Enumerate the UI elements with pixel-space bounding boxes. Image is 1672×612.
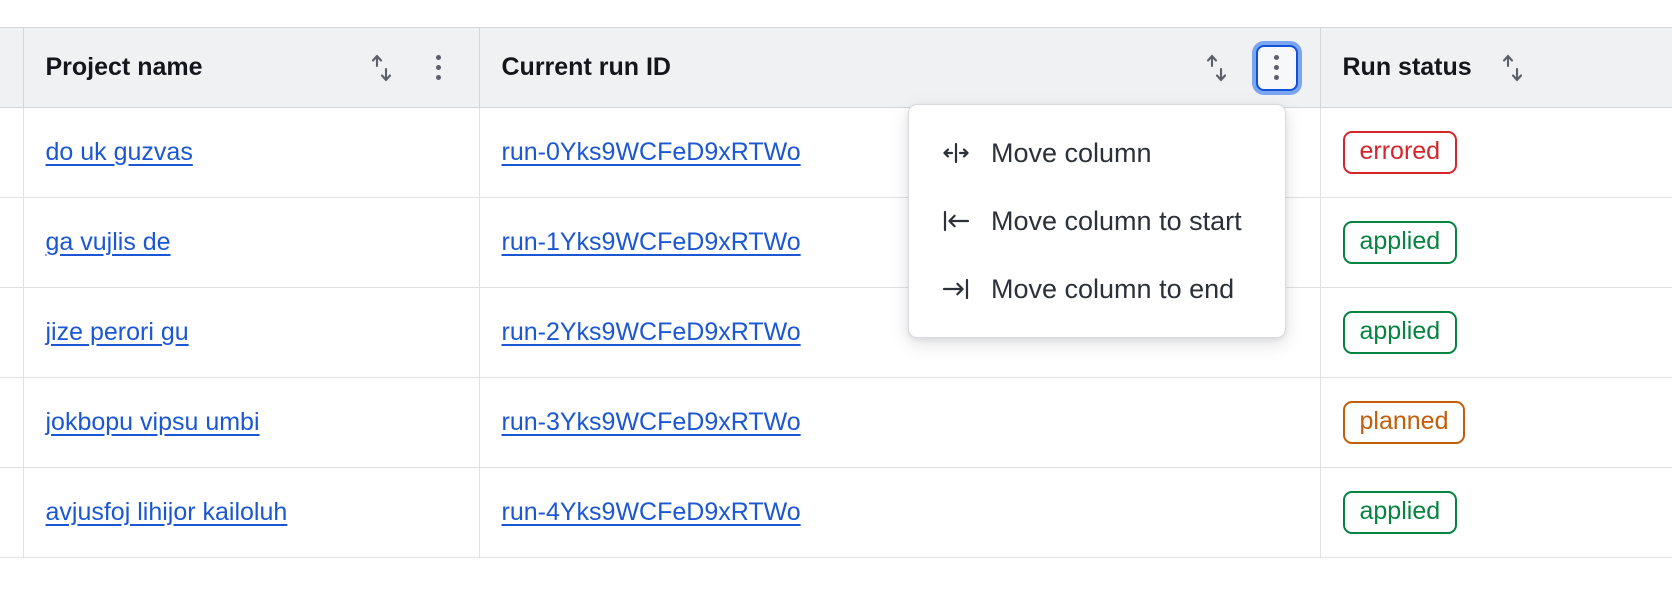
kebab-dot — [436, 75, 441, 80]
header-label-project-name: Project name — [45, 53, 203, 81]
sort-icon-current-run-id[interactable] — [1200, 50, 1234, 86]
table-row: jokbopu vipsu umbi run-3Yks9WCFeD9xRTWo … — [0, 377, 1672, 468]
table-row: avjusfoj lihijor kailoluh run-4Yks9WCFeD… — [0, 467, 1672, 558]
move-column-to-end-icon — [941, 276, 971, 302]
header-label-current-run-id: Current run ID — [501, 53, 671, 81]
kebab-dot — [1274, 65, 1279, 70]
sort-icon-project-name[interactable] — [365, 50, 399, 86]
cell-run-status: applied — [1320, 197, 1672, 288]
run-id-link[interactable]: run-1Yks9WCFeD9xRTWo — [501, 228, 801, 256]
run-id-link[interactable]: run-0Yks9WCFeD9xRTWo — [501, 138, 801, 166]
project-name-link[interactable]: avjusfoj lihijor kailoluh — [45, 498, 288, 526]
kebab-dot — [1274, 55, 1279, 60]
row-gutter-cell — [0, 197, 24, 288]
project-name-link[interactable]: do uk guzvas — [45, 138, 193, 166]
menu-item-move-column-to-end[interactable]: Move column to end — [909, 255, 1285, 323]
header-cell-project-name: Project name — [23, 27, 480, 108]
cell-run-status: applied — [1320, 467, 1672, 558]
table-header: Project name — [0, 27, 1672, 108]
run-id-link[interactable]: run-4Yks9WCFeD9xRTWo — [501, 498, 801, 526]
menu-item-move-column-to-start[interactable]: Move column to start — [909, 187, 1285, 255]
project-name-link[interactable]: ga vujlis de — [45, 228, 171, 256]
menu-item-label: Move column — [991, 137, 1152, 168]
menu-item-label: Move column to end — [991, 273, 1235, 304]
column-options-kebab-current-run-id[interactable] — [1255, 44, 1298, 91]
project-name-link[interactable]: jize perori gu — [45, 318, 189, 346]
move-column-icon — [941, 140, 971, 166]
cell-project-name: jize perori gu — [23, 287, 480, 378]
header-cell-current-run-id: Current run ID — [479, 27, 1321, 108]
cell-current-run-id: run-4Yks9WCFeD9xRTWo — [479, 467, 1321, 558]
kebab-dot — [436, 55, 441, 60]
cell-project-name: do uk guzvas — [23, 107, 480, 198]
projects-table: Project name — [0, 27, 1672, 558]
cell-current-run-id: run-3Yks9WCFeD9xRTWo — [479, 377, 1321, 468]
run-id-link[interactable]: run-3Yks9WCFeD9xRTWo — [501, 408, 801, 436]
row-gutter-cell — [0, 377, 24, 468]
status-badge: applied — [1342, 490, 1458, 535]
cell-run-status: errored — [1320, 107, 1672, 198]
project-name-link[interactable]: jokbopu vipsu umbi — [45, 408, 260, 436]
table-row: do uk guzvas run-0Yks9WCFeD9xRTWo errore… — [0, 107, 1672, 198]
row-gutter-cell — [0, 467, 24, 558]
table-row: jize perori gu run-2Yks9WCFeD9xRTWo appl… — [0, 287, 1672, 378]
table-header-row: Project name — [0, 27, 1672, 108]
row-gutter-cell — [0, 287, 24, 378]
table-row: ga vujlis de run-1Yks9WCFeD9xRTWo applie… — [0, 197, 1672, 288]
kebab-dot — [1274, 75, 1279, 80]
cell-project-name: avjusfoj lihijor kailoluh — [23, 467, 480, 558]
header-cell-run-status: Run status — [1320, 27, 1672, 108]
status-badge: errored — [1342, 130, 1458, 175]
sort-icon-run-status[interactable] — [1496, 50, 1530, 86]
cell-project-name: ga vujlis de — [23, 197, 480, 288]
column-options-kebab-project-name[interactable] — [421, 48, 457, 88]
table-body: do uk guzvas run-0Yks9WCFeD9xRTWo errore… — [0, 107, 1672, 558]
row-gutter-cell — [0, 107, 24, 198]
header-gutter-cell — [0, 27, 24, 108]
cell-run-status: planned — [1320, 377, 1672, 468]
projects-table-wrapper: Project name — [0, 27, 1672, 558]
menu-item-label: Move column to start — [991, 205, 1242, 236]
menu-item-move-column[interactable]: Move column — [909, 119, 1285, 187]
status-badge: applied — [1342, 310, 1458, 355]
status-badge: applied — [1342, 220, 1458, 265]
header-label-run-status: Run status — [1342, 53, 1472, 81]
run-id-link[interactable]: run-2Yks9WCFeD9xRTWo — [501, 318, 801, 346]
cell-run-status: applied — [1320, 287, 1672, 378]
move-column-to-start-icon — [941, 208, 971, 234]
cell-project-name: jokbopu vipsu umbi — [23, 377, 480, 468]
column-options-menu: Move column Move column to start Move co… — [908, 104, 1286, 338]
status-badge: planned — [1342, 400, 1466, 445]
kebab-dot — [436, 65, 441, 70]
